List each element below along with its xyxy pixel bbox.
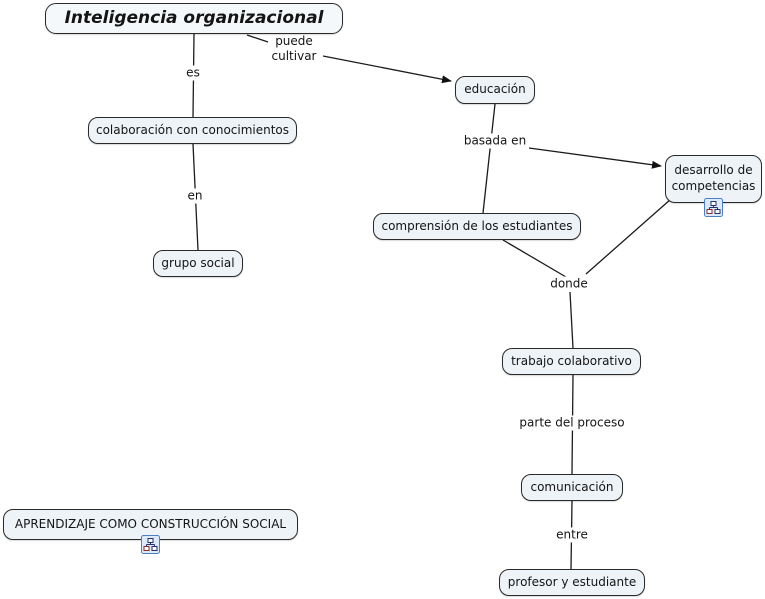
concept-node-label: competencias (671, 179, 756, 193)
concept-node-label: educación (464, 82, 526, 97)
link-label-text: entre (556, 527, 588, 542)
link-label-text: basada en (463, 133, 527, 148)
link-label-text: puede (275, 34, 313, 48)
connector-title-to-puede-stub (246, 34, 269, 43)
concept-node-label: colaboración con conocimientos (95, 122, 290, 137)
link-label-en[interactable]: en (184, 188, 206, 204)
cmap-resource-icon[interactable] (141, 535, 160, 554)
connector-donde-to-trabajo (569, 291, 574, 349)
concept-node-label: comunicación (530, 479, 614, 494)
link-label-es[interactable]: es (183, 65, 203, 81)
link-label-donde[interactable]: donde (547, 276, 591, 292)
concept-node-comprension-de-los-estudiantes[interactable]: comprensión de los estudiantes (373, 213, 581, 240)
concept-node-label: comprensión de los estudiantes (381, 218, 573, 233)
connector-educacion-to-comprension (482, 103, 496, 214)
concept-node-label: grupo social (161, 255, 235, 270)
link-label-text: en (187, 188, 203, 203)
concept-node-label: trabajo colaborativo (511, 353, 632, 368)
concept-node-profesor-y-estudiante[interactable]: profesor y estudiante (499, 569, 645, 596)
link-label-basada-en[interactable]: basada en (460, 133, 530, 149)
concept-node-label: APRENDIZAJE COMO CONSTRUCCIÓN SOCIAL (14, 516, 287, 531)
concept-node-aprendizaje-construccion-social[interactable]: APRENDIZAJE COMO CONSTRUCCIÓN SOCIAL (3, 509, 298, 540)
cmap-resource-icon[interactable] (704, 198, 723, 217)
link-label-text: es (186, 65, 200, 80)
link-label-text: parte del proceso (519, 415, 625, 430)
concept-node-grupo-social[interactable]: grupo social (153, 250, 243, 277)
connector-puede-to-educacion (322, 55, 452, 84)
link-label-text: donde (550, 276, 588, 291)
connector-basada-to-desarrollo (528, 147, 662, 169)
concept-node-colaboracion-con-conocimientos[interactable]: colaboración con conocimientos (88, 117, 297, 144)
link-label-text: cultivar (271, 49, 317, 63)
concept-node-label: Inteligencia organizacional (64, 8, 324, 29)
concept-node-educacion[interactable]: educación (455, 76, 535, 104)
concept-node-inteligencia-organizacional[interactable]: Inteligencia organizacional (45, 3, 343, 34)
connector-desarrollo-to-donde (585, 198, 672, 275)
concept-node-label: profesor y estudiante (507, 574, 637, 589)
concept-node-trabajo-colaborativo[interactable]: trabajo colaborativo (502, 348, 641, 375)
connector-comprension-to-donde (502, 239, 567, 278)
concept-node-comunicacion[interactable]: comunicación (521, 474, 623, 501)
link-label-entre[interactable]: entre (553, 527, 591, 543)
concept-node-label: desarrollo de (674, 163, 753, 178)
link-label-parte-del-proceso[interactable]: parte del proceso (516, 415, 628, 431)
